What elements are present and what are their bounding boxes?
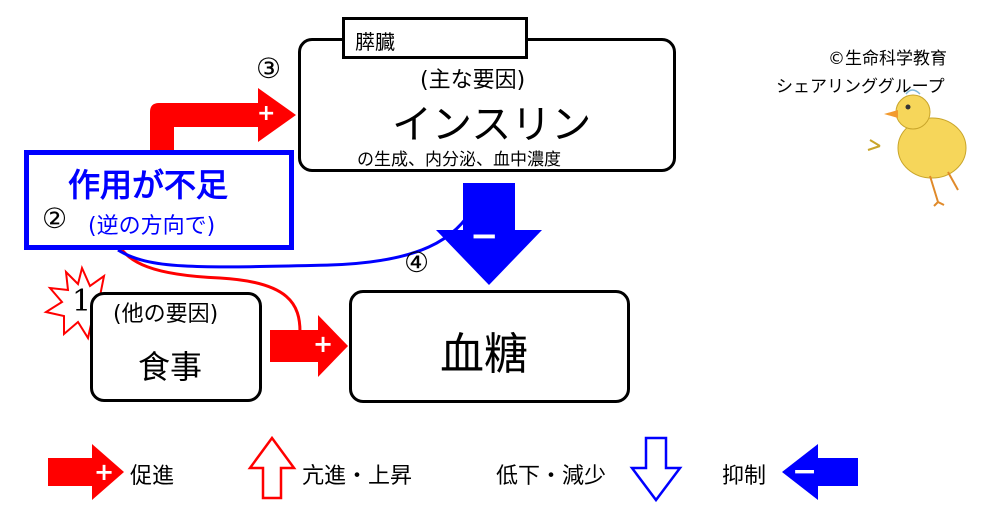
promote-arrow-to-insulin — [150, 88, 296, 150]
red-connector-line — [116, 244, 302, 333]
credit-line-2: シェアリンググループ — [776, 77, 945, 97]
pancreas-label-box: 膵臓 — [342, 17, 528, 59]
legend-increase-arrow — [247, 435, 297, 500]
insulin-box — [298, 38, 676, 172]
legend-promote-label: 促進 — [130, 464, 175, 489]
insulin-title: インスリン — [392, 102, 592, 148]
chick-illustration — [867, 89, 967, 207]
pancreas-label: 膵臓 — [355, 30, 395, 54]
legend-increase-label: 亢進・上昇 — [302, 464, 413, 489]
insulin-subtitle: (主な要因) — [420, 68, 526, 93]
legend-decrease-arrow — [629, 436, 683, 503]
legend-decrease-label: 低下・減少 — [496, 464, 607, 489]
credit-line-1: ©生命科学教育 — [828, 49, 947, 69]
legend-promote-sign: + — [94, 458, 115, 486]
legend-inhibit-sign: − — [792, 454, 818, 489]
meal-title: 食事 — [138, 348, 203, 386]
legend-promote-arrow — [48, 444, 124, 500]
deficiency-box — [24, 150, 294, 250]
promote-arrow-to-blood — [270, 315, 348, 377]
blood-sugar-title: 血糖 — [440, 329, 528, 380]
promote-sign-blood: + — [313, 330, 334, 358]
insulin-detail: の生成、内分泌、血中濃度 — [357, 150, 561, 170]
pancreas-number: ③ — [256, 52, 282, 85]
blood-sugar-box — [349, 290, 630, 403]
meal-subtitle: (他の要因) — [113, 302, 219, 327]
meal-box — [90, 292, 262, 402]
inhibit-arrow-down — [436, 183, 542, 285]
legend-inhibit-label: 抑制 — [722, 464, 767, 489]
legend-inhibit-arrow — [782, 444, 858, 500]
blood-sugar-number: ④ — [404, 246, 430, 279]
meal-number: 1 — [72, 284, 92, 319]
deficiency-subtitle: (逆の方向で) — [88, 214, 216, 239]
deficiency-number: ② — [42, 202, 68, 235]
deficiency-title: 作用が不足 — [68, 166, 229, 204]
promote-sign-insulin: + — [257, 101, 276, 126]
inhibit-sign: − — [470, 216, 499, 256]
